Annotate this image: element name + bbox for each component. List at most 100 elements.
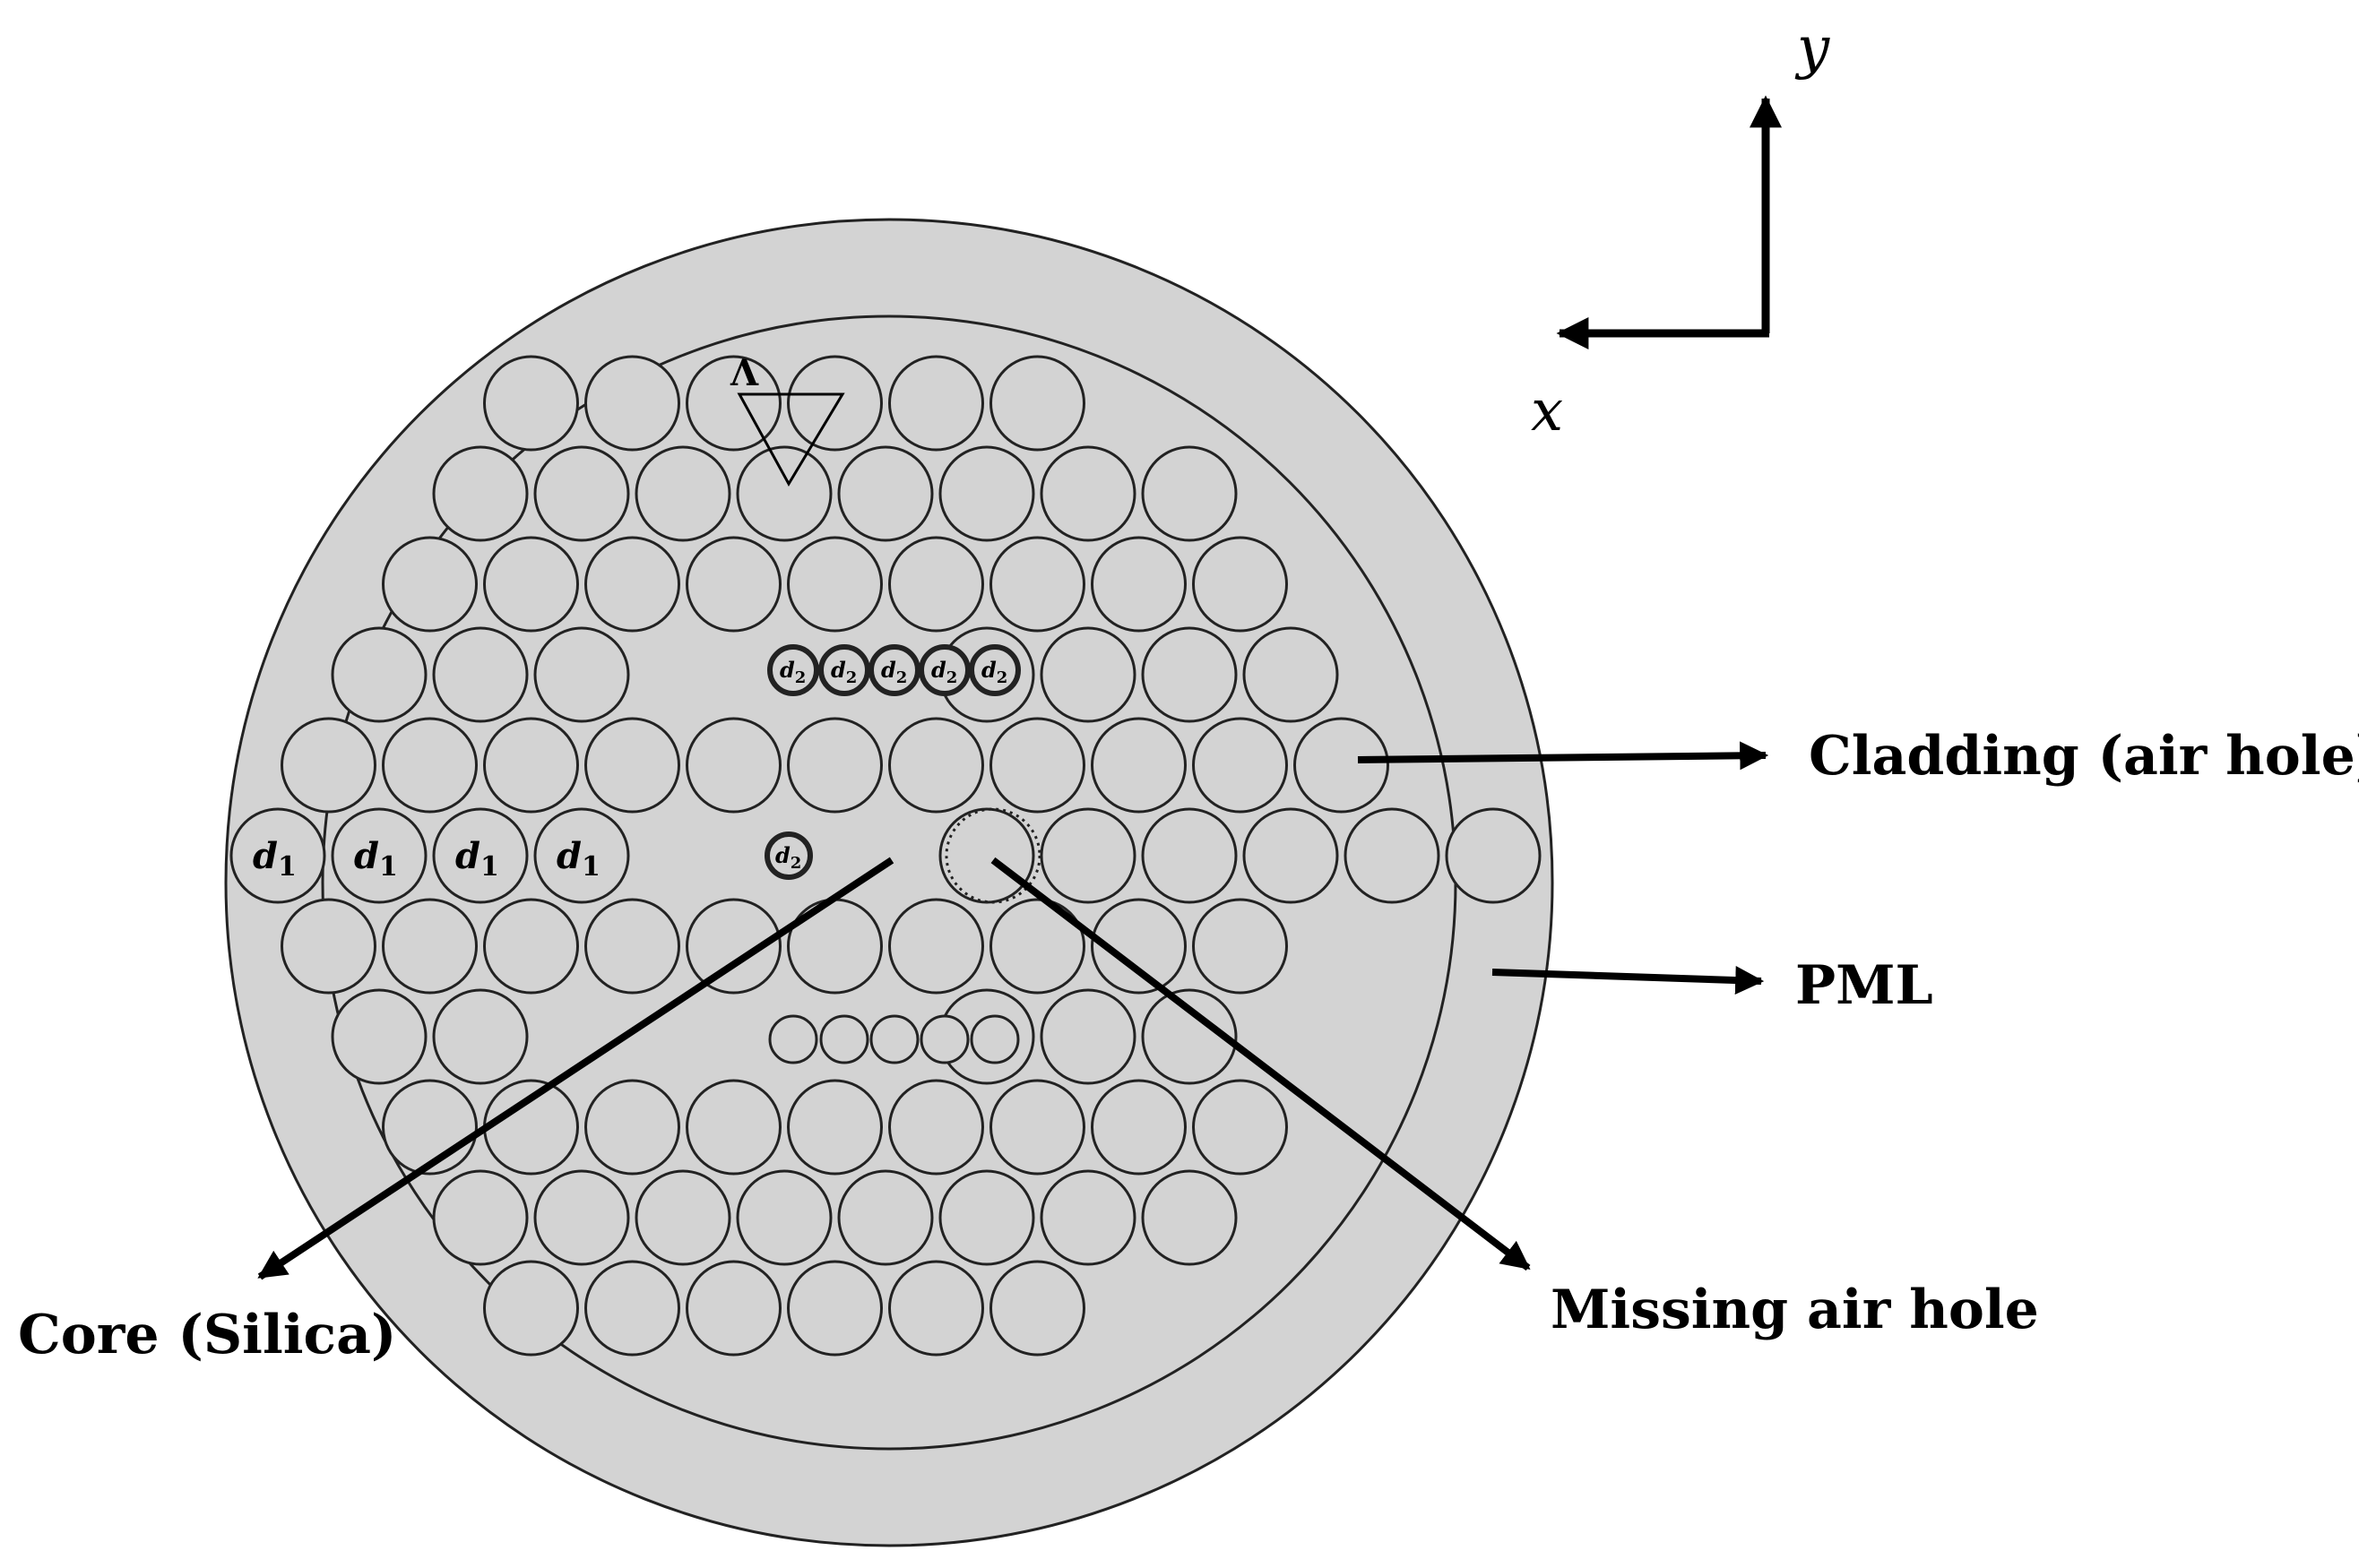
air-hole (686, 898, 782, 995)
d2-air-hole (919, 644, 971, 696)
d2-hole-label: d2 (780, 657, 806, 687)
air-hole (432, 807, 529, 904)
d2-air-hole (767, 644, 819, 696)
air-hole (483, 717, 579, 814)
d2-air-hole (970, 1014, 1020, 1064)
air-hole (432, 988, 529, 1085)
air-hole (584, 355, 680, 452)
air-hole (1141, 807, 1238, 904)
d2-air-hole (869, 1014, 920, 1064)
air-hole (1040, 988, 1136, 1085)
air-hole (635, 1169, 731, 1266)
air-hole (483, 1260, 579, 1357)
air-hole (483, 355, 579, 452)
air-hole (787, 536, 883, 633)
air-hole (1192, 1079, 1288, 1176)
pml-label: PML (1795, 954, 1933, 1017)
air-hole (1141, 1169, 1238, 1266)
air-hole (432, 626, 529, 723)
d2-air-hole (868, 644, 920, 696)
air-hole (533, 626, 630, 723)
air-hole (1040, 445, 1136, 542)
air-hole (533, 807, 630, 904)
air-hole-lattice (229, 355, 1542, 1357)
d2-air-hole (818, 644, 870, 696)
air-hole (938, 445, 1035, 542)
air-hole (281, 717, 376, 814)
air-hole (331, 988, 428, 1085)
y-axis-label: y (1794, 15, 1830, 82)
d2-air-hole (920, 1014, 970, 1064)
air-hole (229, 807, 326, 904)
air-hole (382, 717, 478, 814)
air-hole (787, 355, 883, 452)
air-hole (584, 898, 680, 995)
air-hole (1344, 807, 1440, 904)
air-hole (584, 1079, 680, 1176)
air-hole (483, 898, 579, 995)
air-hole (1040, 1169, 1136, 1266)
d2-hole-label: d2 (775, 842, 801, 873)
d2-hole-row-bottom (768, 1014, 1020, 1064)
d2-hole-single: d2 (765, 831, 813, 880)
air-hole (686, 717, 782, 814)
air-hole (1091, 536, 1187, 633)
air-hole (1040, 626, 1136, 723)
air-hole (888, 1079, 984, 1176)
air-hole (989, 355, 1085, 452)
air-hole (281, 898, 376, 995)
air-hole (989, 1079, 1085, 1176)
air-hole (331, 626, 428, 723)
air-hole (938, 1169, 1035, 1266)
air-hole (787, 1260, 883, 1357)
air-hole (989, 898, 1085, 995)
air-hole (1141, 988, 1238, 1085)
air-hole (533, 445, 630, 542)
air-hole (736, 445, 833, 542)
air-hole (331, 807, 428, 904)
air-hole (686, 1260, 782, 1357)
air-hole (837, 445, 934, 542)
air-hole (888, 898, 984, 995)
air-hole (1141, 626, 1238, 723)
air-hole (1445, 807, 1542, 904)
air-hole (1091, 717, 1187, 814)
air-hole (1242, 626, 1339, 723)
cladding-label: Cladding (air hole) (1809, 725, 2359, 788)
air-hole (584, 1260, 680, 1357)
air-hole (584, 717, 680, 814)
d1-hole-label: d1 (354, 835, 398, 883)
air-hole (1091, 1079, 1187, 1176)
air-hole (787, 717, 883, 814)
air-hole (989, 536, 1085, 633)
d2-air-hole (819, 1014, 869, 1064)
air-hole (888, 717, 984, 814)
air-hole (686, 1079, 782, 1176)
air-hole (1192, 898, 1288, 995)
air-hole (1040, 807, 1136, 904)
pitch-label: Λ (730, 352, 759, 394)
air-hole (1141, 445, 1238, 542)
air-hole (888, 355, 984, 452)
air-hole (483, 536, 579, 633)
d2-air-hole (969, 644, 1021, 696)
missing-label: Missing air hole (1551, 1279, 2039, 1341)
air-hole (533, 1169, 630, 1266)
air-hole (837, 1169, 934, 1266)
air-hole (888, 536, 984, 633)
pitch-triangle (737, 392, 845, 487)
cladding-arrow (1357, 741, 1769, 771)
air-hole (888, 1260, 984, 1357)
air-hole (736, 1169, 833, 1266)
air-hole (989, 717, 1085, 814)
d2-air-hole (765, 831, 813, 880)
missing-arrow (990, 857, 1531, 1271)
air-hole (635, 445, 731, 542)
air-hole (432, 445, 529, 542)
air-hole (382, 536, 478, 633)
air-hole (787, 898, 883, 995)
axis-indicator: y x (1531, 15, 1830, 444)
air-hole (1293, 717, 1389, 814)
